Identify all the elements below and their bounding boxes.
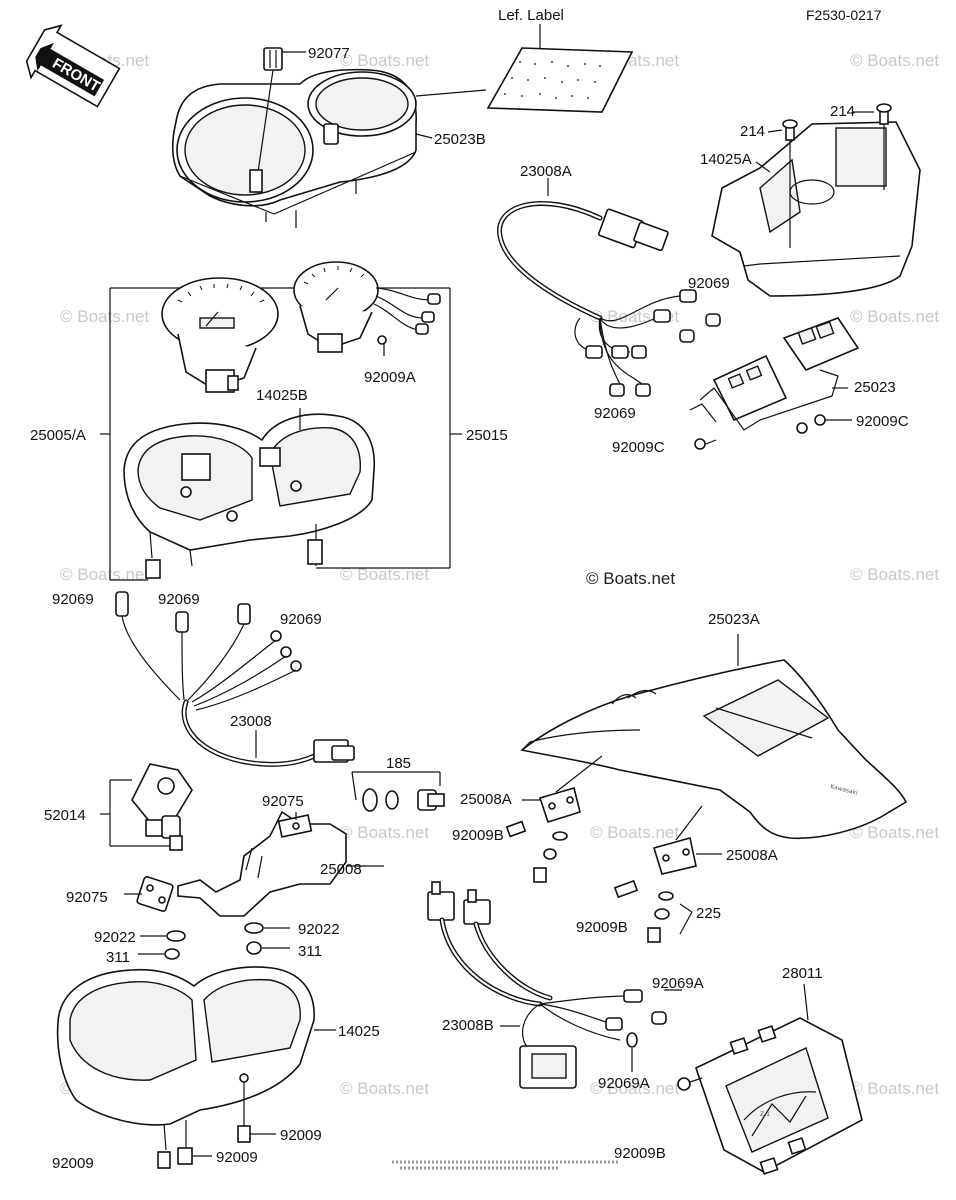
watermark: © Boats.net bbox=[60, 307, 149, 326]
fairing-25023a: Kawasaki bbox=[520, 634, 908, 841]
speedometer-gauge bbox=[161, 277, 279, 393]
svg-text:Z-1: Z-1 bbox=[760, 1111, 770, 1118]
part-label: 92069 bbox=[594, 405, 636, 422]
control-unit-28011: Z-1 bbox=[677, 983, 863, 1175]
meter-case-14025b bbox=[123, 408, 376, 579]
watermark: © Boats.net bbox=[340, 1079, 429, 1098]
watermark: © Boats.net bbox=[850, 307, 939, 326]
harness-23008b bbox=[427, 881, 682, 1089]
part-label: 311 bbox=[298, 943, 322, 960]
part-label: 25023 bbox=[854, 379, 896, 396]
grommet-92075 bbox=[124, 876, 290, 960]
part-label: 28011 bbox=[782, 965, 823, 982]
part-label: 92069A bbox=[652, 975, 704, 992]
part-label: 92009A bbox=[364, 369, 416, 386]
part-label: 92075 bbox=[262, 793, 304, 810]
part-label: 92009C bbox=[612, 439, 665, 456]
part-label: 185 bbox=[386, 755, 411, 772]
footer-fineprint bbox=[392, 1160, 620, 1170]
part-label: 23008 bbox=[230, 713, 272, 730]
label-sheet-title: Lef. Label bbox=[498, 7, 564, 24]
part-label: 311 bbox=[106, 949, 130, 966]
indicator-unit-25023 bbox=[689, 317, 860, 450]
watermark: © Boats.net bbox=[340, 823, 429, 842]
watermark: © Boats.net bbox=[850, 823, 939, 842]
label-sheet: Lef. Label bbox=[486, 7, 634, 113]
part-label: 214 bbox=[830, 103, 855, 120]
meter-top-cover bbox=[171, 47, 487, 228]
part-label: 92009 bbox=[216, 1149, 258, 1166]
part-label: 92022 bbox=[94, 929, 136, 946]
part-label: 92069A bbox=[598, 1075, 650, 1092]
front-arrow-icon: FRONT bbox=[25, 24, 121, 108]
part-label: 92069 bbox=[52, 591, 94, 608]
watermark: © Boats.net bbox=[340, 565, 429, 584]
grommet-185 bbox=[351, 771, 445, 812]
tachometer-gauge bbox=[293, 261, 441, 356]
part-label: 25005/A bbox=[30, 427, 86, 444]
meter-cover-14025a bbox=[711, 103, 921, 297]
center-watermark: © Boats.net bbox=[586, 569, 675, 588]
part-label: 92077 bbox=[308, 45, 350, 62]
part-label: 92075 bbox=[66, 889, 108, 906]
watermark: © Boats.net bbox=[850, 565, 939, 584]
part-label: 23008B bbox=[442, 1017, 494, 1034]
switch-52014 bbox=[100, 763, 193, 851]
part-label: 25008A bbox=[726, 847, 778, 864]
part-label: 92022 bbox=[298, 921, 340, 938]
part-label: 92009 bbox=[280, 1127, 322, 1144]
harness-23008a bbox=[497, 178, 721, 397]
watermark: © Boats.net bbox=[850, 1079, 939, 1098]
part-label: 14025 bbox=[338, 1023, 380, 1040]
part-label: 225 bbox=[696, 905, 721, 922]
part-label: 14025B bbox=[256, 387, 308, 404]
part-label: 23008A bbox=[520, 163, 572, 180]
part-label: 92009 bbox=[52, 1155, 94, 1172]
bracket-25008 bbox=[177, 810, 384, 917]
part-label: 92069 bbox=[688, 275, 730, 292]
part-label: 25008 bbox=[320, 861, 362, 878]
meter-lower-cover bbox=[56, 966, 336, 1169]
harness-23008 bbox=[115, 591, 355, 767]
bracket-25008a-lower bbox=[613, 837, 722, 943]
part-label: 92069 bbox=[280, 611, 322, 628]
figure-code: F2530-0217 bbox=[806, 7, 882, 23]
part-label: 25008A bbox=[460, 791, 512, 808]
meter-bracket bbox=[100, 287, 462, 581]
watermark: © Boats.net bbox=[590, 1079, 679, 1098]
part-label: 92069 bbox=[158, 591, 200, 608]
part-label: 25023B bbox=[434, 131, 486, 148]
watermark: © Boats.net bbox=[590, 823, 679, 842]
part-label: 92009C bbox=[856, 413, 909, 430]
part-label: 14025A bbox=[700, 151, 752, 168]
part-label: 92009B bbox=[452, 827, 504, 844]
part-label: 52014 bbox=[44, 807, 86, 824]
part-label: 25023A bbox=[708, 611, 760, 628]
watermark: © Boats.net bbox=[850, 51, 939, 70]
watermark: © Boats.net bbox=[60, 565, 149, 584]
part-label: 214 bbox=[740, 123, 765, 140]
part-label: 92009B bbox=[614, 1145, 666, 1162]
part-label: 92009B bbox=[576, 919, 628, 936]
part-label: 25015 bbox=[466, 427, 508, 444]
watermark: © Boats.net bbox=[340, 51, 429, 70]
bracket-25008a-upper bbox=[505, 786, 581, 883]
